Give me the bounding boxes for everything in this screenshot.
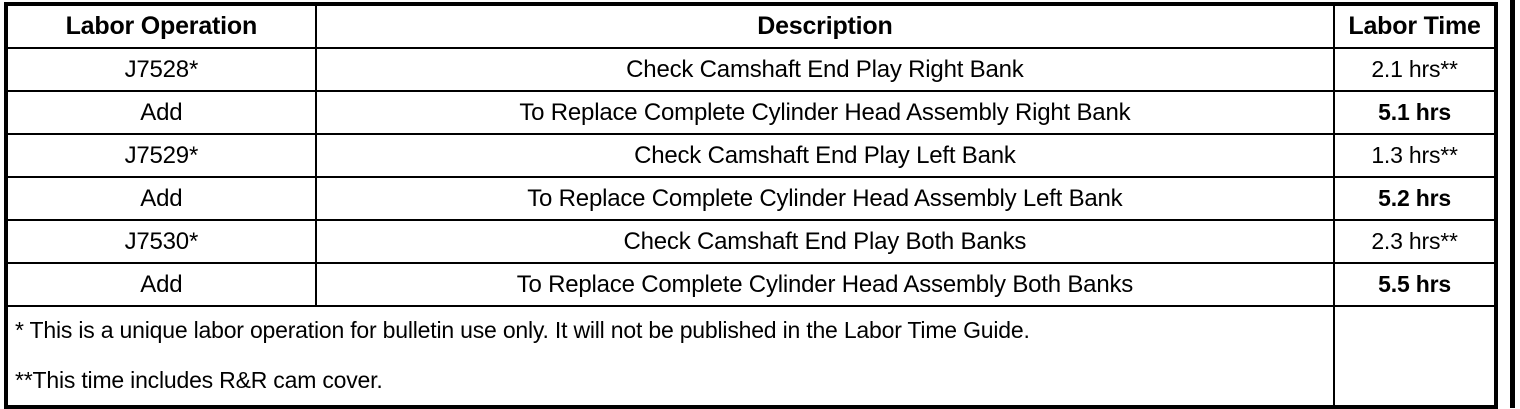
cell-labor-time: 5.5 hrs xyxy=(1333,262,1497,307)
table-row: J7528* Check Camshaft End Play Right Ban… xyxy=(5,47,1497,92)
table-row: Add To Replace Complete Cylinder Head As… xyxy=(5,90,1497,135)
table-header: Labor Operation Description Labor Time xyxy=(5,3,1497,49)
cell-description: To Replace Complete Cylinder Head Assemb… xyxy=(314,176,1336,221)
cell-labor-time: 2.1 hrs** xyxy=(1333,47,1497,92)
cell-labor-operation: Add xyxy=(5,90,317,135)
cell-labor-time: 5.1 hrs xyxy=(1333,90,1497,135)
page-edge-rule xyxy=(1510,0,1515,408)
footnote-body: * This is a unique labor operation for b… xyxy=(8,307,1333,396)
table-row: Add To Replace Complete Cylinder Head As… xyxy=(5,176,1497,221)
cell-labor-operation: J7528* xyxy=(5,47,317,92)
footnote-spacer xyxy=(15,345,1327,366)
cell-labor-time-empty xyxy=(1333,305,1497,408)
column-header-labor-time: Labor Time xyxy=(1333,3,1497,49)
cell-labor-time: 2.3 hrs** xyxy=(1333,219,1497,264)
table-body: J7528* Check Camshaft End Play Right Ban… xyxy=(4,47,1497,408)
cell-labor-operation: J7529* xyxy=(5,133,317,178)
cell-labor-time: 5.2 hrs xyxy=(1333,176,1497,221)
cell-description: To Replace Complete Cylinder Head Assemb… xyxy=(314,262,1336,307)
cell-footnotes: * This is a unique labor operation for b… xyxy=(4,305,1336,408)
column-header-labor-operation: Labor Operation xyxy=(5,3,317,49)
cell-description: Check Camshaft End Play Left Bank xyxy=(314,133,1336,178)
footnote-single-asterisk: * This is a unique labor operation for b… xyxy=(15,317,1030,343)
labor-operation-table: Labor Operation Description Labor Time J… xyxy=(4,2,1498,409)
table-row: J7530* Check Camshaft End Play Both Bank… xyxy=(5,219,1497,264)
cell-description: Check Camshaft End Play Both Banks xyxy=(314,219,1336,264)
cell-labor-operation: Add xyxy=(5,176,317,221)
table-row: Add To Replace Complete Cylinder Head As… xyxy=(5,262,1497,307)
cell-labor-time: 1.3 hrs** xyxy=(1333,133,1497,178)
header-row: Labor Operation Description Labor Time xyxy=(5,3,1497,49)
table-row: J7529* Check Camshaft End Play Left Bank… xyxy=(5,133,1497,178)
column-header-description: Description xyxy=(314,3,1336,49)
cell-labor-operation: Add xyxy=(5,262,317,307)
footnote-double-asterisk: **This time includes R&R cam cover. xyxy=(15,367,383,394)
cell-description: Check Camshaft End Play Right Bank xyxy=(314,47,1336,92)
cell-description: To Replace Complete Cylinder Head Assemb… xyxy=(314,90,1336,135)
cell-labor-operation: J7530* xyxy=(5,219,317,264)
footnote-row: * This is a unique labor operation for b… xyxy=(4,305,1497,408)
